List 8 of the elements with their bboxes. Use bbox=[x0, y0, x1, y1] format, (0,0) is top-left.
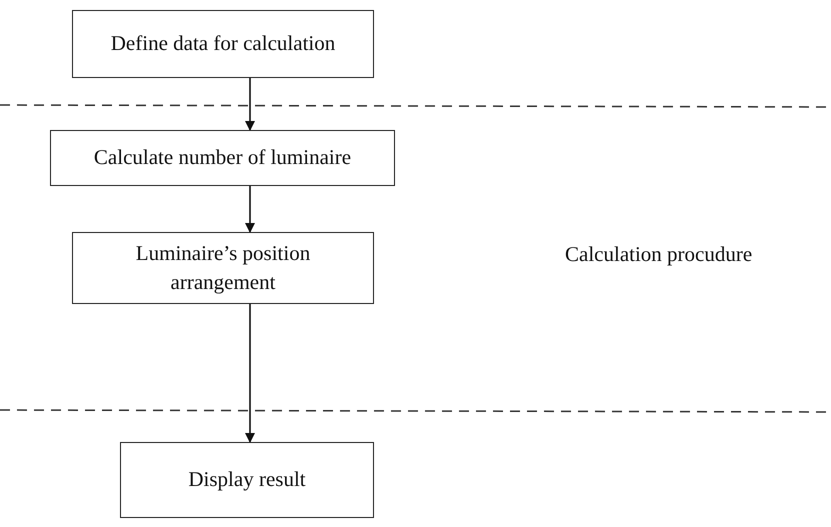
process-box: Calculate number of luminaire bbox=[50, 130, 395, 186]
process-box: Display result bbox=[120, 442, 374, 518]
arrow bbox=[245, 304, 255, 443]
arrow bbox=[245, 78, 255, 131]
process-box: Luminaire’s position arrangement bbox=[72, 232, 374, 304]
arrow bbox=[245, 186, 255, 233]
side-label: Calculation procudure bbox=[565, 242, 752, 267]
process-box: Define data for calculation bbox=[72, 10, 374, 78]
